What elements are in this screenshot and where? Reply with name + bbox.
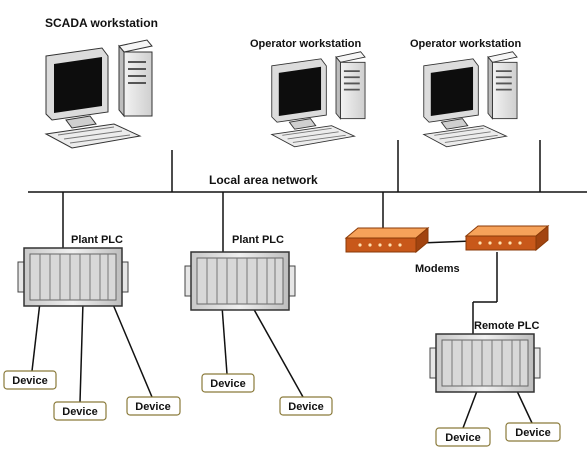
plc-rack-icon (184, 251, 296, 311)
device-box: Device (505, 422, 561, 442)
modems-group: Modems (345, 225, 549, 275)
device-label: Device (288, 401, 323, 413)
device-box: Device (53, 401, 107, 421)
plc-rack-icon (17, 247, 129, 307)
device-wire-7 (516, 390, 533, 424)
scada-workstation: SCADA workstation (45, 16, 158, 149)
operator-workstation-2-label: Operator workstation (410, 38, 522, 50)
operator-workstation-2: Operator workstation (410, 38, 522, 148)
lan-label: Local area network (209, 173, 318, 187)
device-wire-5 (251, 305, 304, 398)
plc-rack-icon (429, 333, 541, 393)
remote-plc-label: Remote PLC (474, 320, 539, 332)
modem-icon (465, 225, 549, 251)
remote-plc: Remote PLC (429, 320, 541, 393)
device-box: Device (126, 396, 181, 416)
plant-plc-2-label: Plant PLC (232, 234, 284, 246)
operator-workstation-1: Operator workstation (250, 38, 366, 148)
operator-workstation-1-label: Operator workstation (250, 38, 362, 50)
plant-plc-1: Plant PLC (17, 234, 129, 307)
device-label: Device (62, 406, 97, 418)
device-label: Device (445, 432, 480, 444)
modems-label: Modems (415, 263, 460, 275)
desktop-computer-icon (422, 50, 518, 148)
device-box: Device (435, 427, 491, 447)
desktop-computer-icon (270, 50, 366, 148)
modem-link-line (419, 240, 473, 244)
device-label: Device (135, 401, 170, 413)
device-box: Device (201, 373, 255, 393)
connection-lines (28, 140, 587, 429)
device-box: Device (3, 370, 57, 390)
device-wire-1 (31, 301, 41, 372)
device-wire-4 (221, 305, 228, 375)
modem-icon (345, 227, 429, 253)
plant-plc-1-label: Plant PLC (71, 234, 123, 246)
device-label: Device (210, 378, 245, 390)
plant-plc-2: Plant PLC (184, 234, 296, 311)
device-box: Device (279, 396, 333, 416)
device-wire-3 (111, 301, 153, 398)
scada-workstation-label: SCADA workstation (45, 16, 158, 30)
desktop-computer-icon (45, 39, 153, 149)
device-wire-2 (79, 301, 84, 403)
device-wire-6 (462, 390, 478, 429)
device-label: Device (515, 427, 550, 439)
device-label: Device (12, 375, 47, 387)
